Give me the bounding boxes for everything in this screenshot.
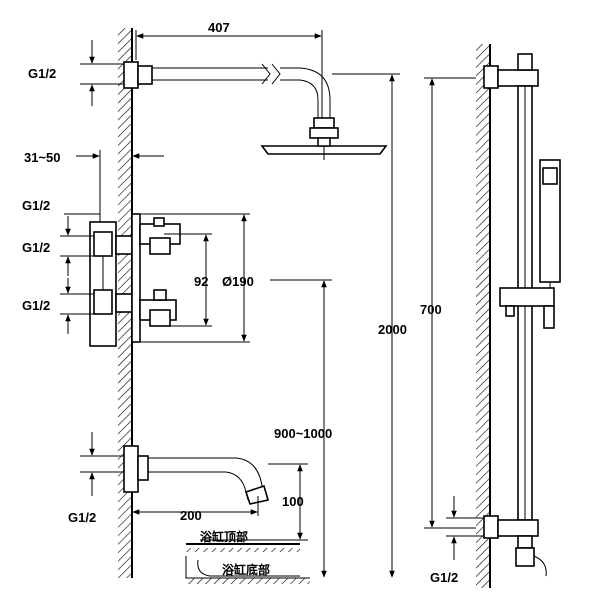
valve-lower-thread: G1/2	[22, 298, 50, 313]
valve-inlet-top-thread: G1/2	[22, 198, 50, 213]
thread-arm-inlet: G1/2	[28, 40, 124, 106]
dim-cover-diameter: Ø190	[140, 213, 254, 343]
rail-length-label: 700	[420, 302, 442, 317]
riser-rail	[483, 53, 561, 577]
dim-spout-length: 200	[132, 496, 259, 523]
dim-valve-spacing: 92	[164, 233, 212, 327]
dim-spout-height: 900~1000	[270, 279, 332, 578]
bathtub-top-label: 浴缸顶部	[200, 529, 248, 544]
thread-valve-lower: G1/2	[22, 278, 94, 334]
concealed-valve	[89, 213, 181, 347]
thread-spout-inlet: G1/2	[68, 432, 124, 525]
right-wall	[476, 44, 491, 588]
bathtub-bottom-label: 浴缸底部	[222, 562, 270, 577]
rail-inlet-thread: G1/2	[430, 570, 458, 585]
thread-valve-upper: G1/2	[22, 216, 94, 276]
tub-spout	[123, 445, 270, 505]
arm-length-label: 407	[208, 20, 230, 35]
cover-diameter-label: Ø190	[222, 274, 254, 289]
thread-valve-inlet-top: G1/2	[22, 196, 101, 222]
valve-spacing-label: 92	[194, 274, 208, 289]
valve-upper-thread: G1/2	[22, 240, 50, 255]
spout-height-label: 900~1000	[274, 426, 332, 441]
spout-length-label: 200	[180, 508, 202, 523]
arm-inlet-thread: G1/2	[28, 66, 56, 81]
spout-drop-label: 100	[282, 494, 304, 509]
bathtub: 浴缸顶部 浴缸底部	[185, 529, 310, 584]
dim-total-height: 2000	[332, 73, 407, 578]
dim-rail-length: 700	[420, 77, 476, 529]
total-height-label: 2000	[378, 322, 407, 337]
thread-rail-inlet: G1/2	[430, 496, 484, 585]
dim-spout-drop: 100	[200, 463, 308, 541]
dim-arm-length: 407	[135, 20, 323, 118]
shower-arm	[123, 61, 388, 160]
wall-gap-label: 31~50	[24, 150, 61, 165]
spout-inlet-thread: G1/2	[68, 510, 96, 525]
dim-wall-gap: 31~50	[24, 150, 164, 196]
